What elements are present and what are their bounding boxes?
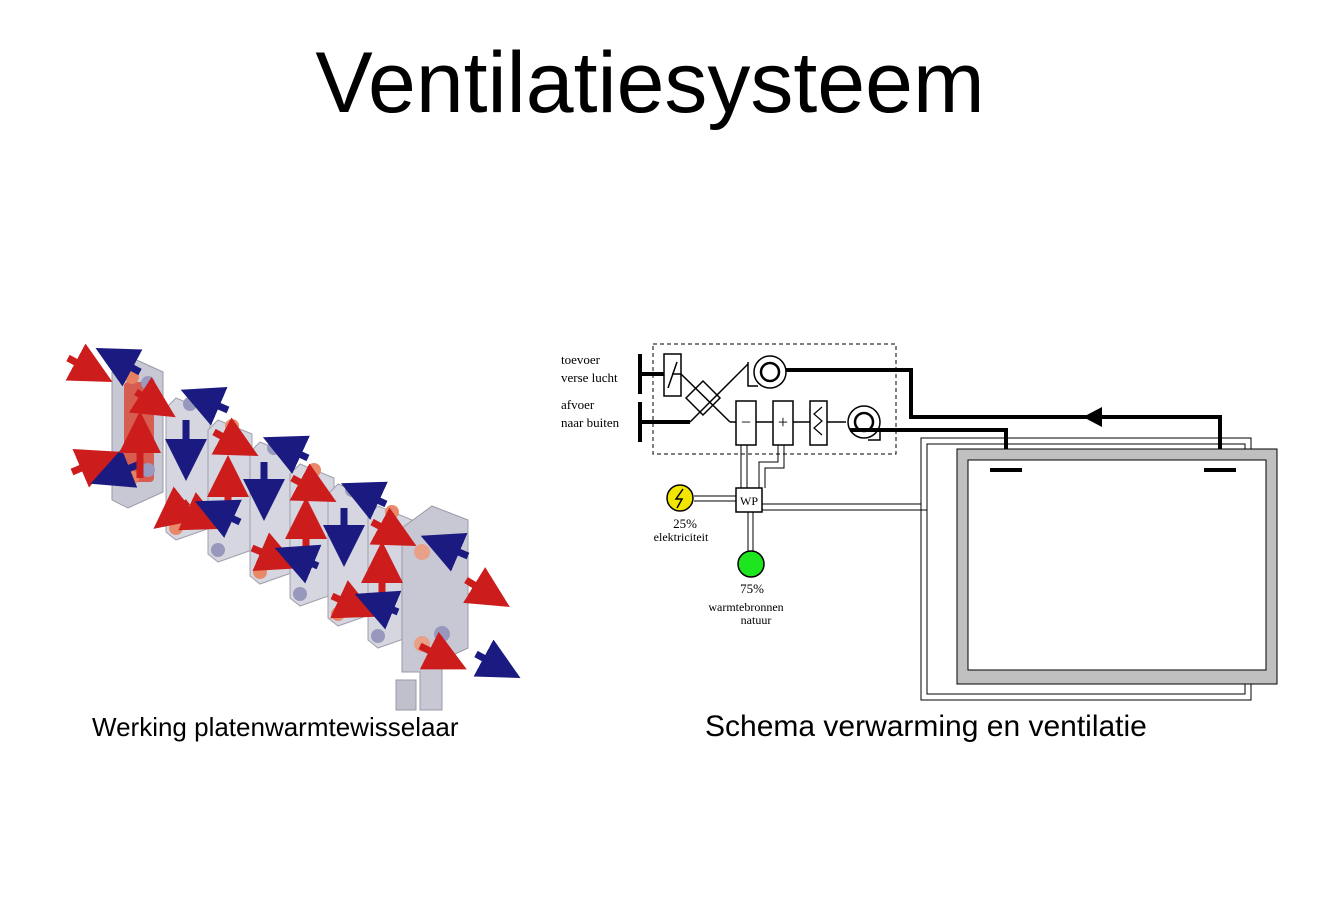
- exhaust-label-line1: afvoer: [561, 397, 595, 412]
- ventilation-unit-box: [652, 343, 897, 455]
- exhaust-filter-icon: [809, 400, 828, 446]
- supply-fan-icon: [737, 355, 787, 389]
- schema-caption: Schema verwarming en ventilatie: [705, 710, 1147, 743]
- supply-label-line1: toevoer: [561, 352, 601, 367]
- outside-ducts: [638, 354, 690, 442]
- supply-label-line2: verse lucht: [561, 370, 618, 385]
- heating-coil-box: +: [772, 400, 794, 446]
- electricity-icon: [666, 484, 694, 512]
- room-walls: [920, 437, 1278, 701]
- heat-pump-label: WP: [740, 494, 758, 508]
- electricity-label: elektriciteit: [654, 530, 709, 544]
- heat-exchanger-cross-icon: [672, 373, 739, 423]
- heat-pump-piping: [694, 445, 927, 552]
- nature-label-line2: natuur: [741, 613, 772, 627]
- cooling-coil-box: −: [735, 400, 757, 446]
- nature-label-line1: warmtebronnen: [708, 600, 783, 614]
- heating-sign: +: [778, 412, 788, 432]
- nature-percent: 75%: [740, 581, 764, 596]
- exhaust-fan-icon: [847, 405, 881, 441]
- flow-arrows: [65, 343, 521, 678]
- cooling-sign: −: [741, 412, 751, 432]
- electricity-percent: 25%: [673, 516, 697, 531]
- heat-exchanger-caption: Werking platenwarmtewisselaar: [92, 712, 459, 742]
- page-title: Ventilatiesysteem: [315, 35, 985, 131]
- heat-pump-box: WP: [735, 487, 763, 513]
- filter-icon: [663, 353, 682, 397]
- nature-heat-source-icon: [737, 550, 765, 578]
- exhaust-label-line2: naar buiten: [561, 415, 620, 430]
- flow-direction-arrow: [1083, 407, 1102, 427]
